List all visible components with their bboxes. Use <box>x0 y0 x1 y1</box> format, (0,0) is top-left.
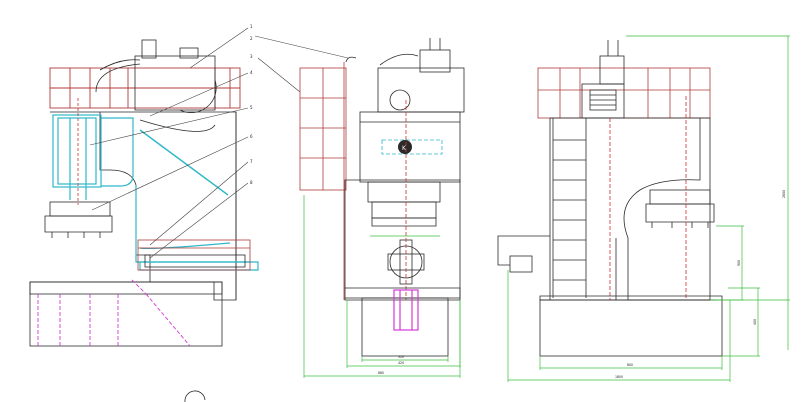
dim-front-mid-width: 320 <box>398 355 404 359</box>
side-view <box>497 35 790 382</box>
front-dimensions <box>303 195 461 378</box>
callout-7: 7 <box>250 159 253 164</box>
dim-side-overall-height: 2800 <box>782 190 786 198</box>
left-table <box>137 239 251 271</box>
dim-front-inner-width: 420 <box>398 361 404 365</box>
front-panel-cyan <box>381 139 443 155</box>
side-upper-die <box>649 189 711 205</box>
side-dimensions <box>507 35 790 382</box>
left-upper-die <box>49 201 111 217</box>
svg-text:K: K <box>402 145 407 152</box>
dim-side-table-height: 900 <box>737 260 741 266</box>
dim-side-base-width: 800 <box>627 363 633 367</box>
callout-8: 8 <box>250 180 253 185</box>
side-ladder <box>552 118 587 298</box>
drawing-corner-mark <box>184 390 206 402</box>
callout-2: 2 <box>250 36 253 41</box>
oil-tank <box>134 55 216 111</box>
callout-6: 6 <box>250 134 253 139</box>
left-section-view <box>29 27 349 347</box>
left-foundation <box>29 281 223 347</box>
side-c-frame <box>550 117 711 301</box>
left-railing <box>49 67 241 109</box>
main-cylinder <box>52 114 259 271</box>
dim-side-total-width: 1800 <box>615 375 623 379</box>
callout-leaders <box>89 27 349 259</box>
callout-4: 4 <box>250 70 253 75</box>
front-base <box>361 297 449 357</box>
callout-5: 5 <box>250 105 253 110</box>
side-motor <box>581 83 625 119</box>
dim-side-bed-height: 400 <box>753 319 757 325</box>
front-ejector <box>393 289 419 331</box>
front-view: K <box>299 38 465 378</box>
front-side-guard <box>299 67 347 191</box>
side-foundation <box>539 299 723 357</box>
callout-labels: 1 2 3 4 5 6 7 8 <box>250 24 253 185</box>
callout-1: 1 <box>250 24 253 29</box>
anchor-bolts <box>37 279 191 347</box>
front-logo-badge: K <box>398 140 412 154</box>
callout-3: 3 <box>250 54 253 59</box>
dim-front-base-width: 880 <box>378 371 384 375</box>
